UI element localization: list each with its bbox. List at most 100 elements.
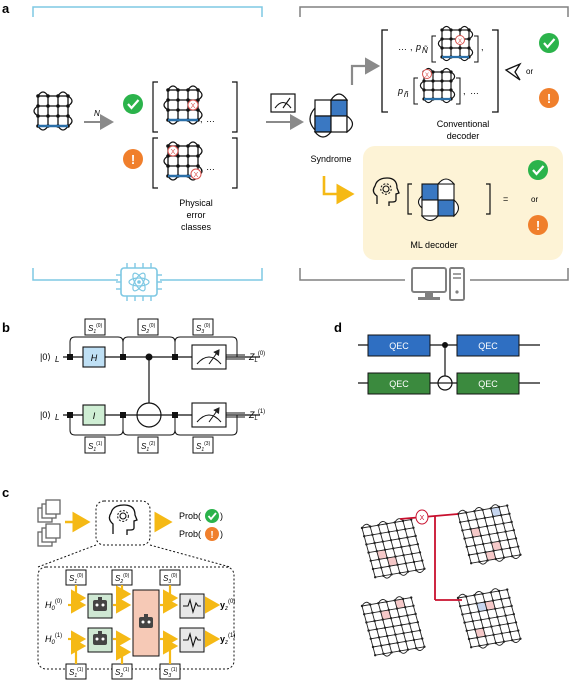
gate-h: H — [91, 353, 98, 363]
svg-text:yz(0): yz(0) — [220, 599, 235, 612]
patch-bottom-right — [456, 588, 522, 649]
svg-text:,: , — [200, 114, 203, 124]
ket-top: |0⟩ — [40, 352, 51, 362]
error-class-1: X … , — [152, 81, 238, 133]
prob-warn-label: Prob( — [179, 529, 201, 539]
surgery-error-mark: X — [420, 515, 425, 522]
warning-icon: ! — [123, 149, 143, 169]
svg-text:,: , — [200, 162, 203, 172]
syndrome-pattern — [309, 93, 354, 138]
qec-box-4: QEC — [478, 379, 498, 389]
success-check-icon — [123, 94, 143, 114]
panel-label-a: a — [2, 1, 10, 16]
logical-circuit: |0⟩ L |0⟩ L S1(0) S2(0) S3(0) S1(1) S1( — [40, 318, 265, 454]
hardware-bracket-top — [32, 6, 263, 17]
decision-arrow-icon — [504, 62, 522, 81]
syndrome-stack-icon-2 — [37, 523, 61, 547]
svg-text:X: X — [191, 103, 196, 110]
prob-ok-icon — [205, 509, 219, 523]
panel-label-b: b — [2, 320, 10, 335]
svg-text:,: , — [410, 42, 413, 52]
panel-label-d: d — [334, 320, 342, 335]
qec-circuit: QEC QEC QEC QEC — [358, 334, 540, 395]
svg-text:S1(0): S1(0) — [69, 573, 84, 585]
error-class-2: X X … , — [152, 137, 238, 189]
ml-path-arrow — [322, 176, 355, 205]
quantum-chip-icon — [116, 263, 162, 301]
svg-text:L: L — [55, 413, 59, 422]
svg-text:ñ: ñ — [404, 90, 409, 99]
ml-decoder-label: ML decoder — [410, 240, 457, 250]
arrow-label-n: N — [94, 109, 100, 118]
gate-i: I — [93, 411, 96, 421]
ml-warning-icon: ! — [528, 215, 548, 235]
output-zl-0: ZL(0) — [248, 351, 265, 364]
ml-success-icon — [528, 160, 548, 180]
svg-text:yz(1): yz(1) — [220, 633, 235, 646]
svg-text:S3(0): S3(0) — [163, 573, 178, 585]
physical-error-label-1: Physical — [179, 198, 213, 208]
ket-bottom: |0⟩ — [40, 410, 51, 420]
conventional-decoder-label-1: Conventional — [437, 119, 490, 129]
panel-label-c: c — [2, 485, 9, 500]
svg-text:S3(1): S3(1) — [163, 667, 178, 679]
svg-text:): ) — [220, 529, 223, 539]
ml-decoder-expression — [407, 178, 491, 222]
ml-model-brain-icon — [108, 504, 138, 535]
svg-text:…: … — [470, 86, 479, 96]
svg-text:!: ! — [210, 530, 213, 541]
svg-text:…: … — [206, 114, 215, 124]
physical-error-label-3: classes — [181, 222, 212, 232]
svg-text:,: , — [481, 42, 484, 52]
robot-icon-bottom — [93, 631, 107, 645]
svg-text:S2(1): S2(1) — [115, 667, 130, 679]
svg-text:…: … — [206, 162, 215, 172]
svg-text:X: X — [458, 39, 462, 45]
conventional-decoder-label-2: decoder — [447, 131, 480, 141]
syndrome-stack-icon-1 — [37, 499, 61, 523]
svg-text:S1(1): S1(1) — [88, 441, 103, 453]
ml-or: or — [531, 195, 538, 204]
svg-text:!: ! — [536, 218, 540, 233]
svg-text:!: ! — [131, 152, 135, 167]
output-zl-1: ZL(1) — [248, 409, 265, 422]
ml-equals: = — [503, 194, 508, 204]
ml-brain-gear-icon — [372, 177, 400, 206]
svg-text:X: X — [194, 172, 199, 179]
svg-text:H0(0): H0(0) — [45, 599, 62, 612]
qec-box-2: QEC — [389, 379, 409, 389]
classical-bracket-bottom — [299, 268, 569, 281]
svg-text:L: L — [55, 355, 59, 364]
surgery-connection — [399, 513, 459, 520]
surgery-error-marker — [415, 509, 429, 525]
prob-warn-icon: ! — [205, 527, 219, 541]
measurement-meter-icon — [270, 93, 296, 113]
svg-text:!: ! — [547, 91, 551, 106]
svg-text:p: p — [415, 42, 421, 52]
conventional-decoder-expression: … , p Ñ X , p ñ X , … — [381, 25, 499, 113]
svg-text:S3(0): S3(0) — [196, 323, 211, 335]
svg-text:): ) — [220, 511, 223, 521]
qec-box-3: QEC — [478, 341, 498, 351]
robot-icon-center — [139, 614, 153, 628]
svg-text:S1(0): S1(0) — [88, 323, 103, 335]
initial-surface-code-lattice — [32, 90, 74, 132]
svg-text:S2(0): S2(0) — [115, 573, 130, 585]
classical-bracket-top — [299, 6, 569, 17]
svg-text:H0(1): H0(1) — [45, 633, 62, 646]
qec-box-1: QEC — [389, 341, 409, 351]
syndrome-label: Syndrome — [310, 154, 351, 164]
network-architecture: S1(0) S2(0) S3(0) S1(1) S2(1) S3(1) H0(0… — [45, 569, 235, 680]
lattice-surgery-illustration: X — [360, 504, 522, 657]
conventional-success-icon — [539, 33, 559, 53]
conventional-or: or — [526, 67, 533, 76]
patch-bottom-left — [360, 596, 426, 657]
robot-icon-top — [93, 597, 107, 611]
svg-text:S1(1): S1(1) — [69, 667, 84, 679]
waveform-icon-top — [183, 598, 201, 614]
prob-ok-label: Prob( — [179, 511, 201, 521]
svg-text:X: X — [425, 73, 429, 79]
physical-error-label-2: error — [186, 210, 205, 220]
svg-text:S1(2): S1(2) — [141, 441, 156, 453]
